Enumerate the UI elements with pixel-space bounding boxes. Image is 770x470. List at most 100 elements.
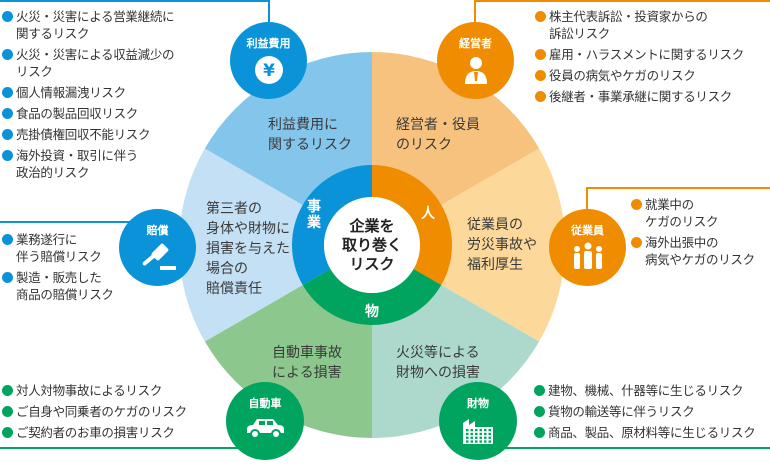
risk-item-text: 火災・災害による営業継続に 関するリスク — [16, 9, 175, 41]
bullet-icon — [2, 11, 13, 22]
ring-things-label: 物 — [365, 304, 379, 320]
bullet-icon — [2, 234, 13, 245]
bullet-icon — [535, 91, 546, 102]
risk-item: 建物、機械、什器等に生じるリスク — [534, 382, 755, 399]
executive-icon — [464, 57, 487, 84]
risk-item: ご自身や同乗者のケガのリスク — [2, 403, 187, 420]
risk-item: 雇用・ハラスメントに関するリスク — [535, 46, 744, 63]
bullet-icon — [2, 406, 13, 417]
risk-item-text: 売掛債権回収不能リスク — [16, 127, 151, 142]
risk-item: 海外出張中の 病気やケガのリスク — [631, 234, 755, 268]
badge-profit: 利益費用 ¥ — [230, 22, 307, 99]
risk-item-text: 株主代表訴訟・投資家からの 訴訟リスク — [549, 9, 708, 41]
bullet-icon — [534, 427, 545, 438]
risk-item-text: 火災・災害による収益減少の リスク — [16, 47, 175, 79]
risk-item-text: 海外投資・取引に伴う 政治的リスク — [16, 148, 139, 180]
bullet-icon — [2, 385, 13, 396]
gavel-icon — [142, 243, 176, 270]
badge-employee-label: 従業員 — [571, 224, 604, 237]
risk-item-text: 役員の病気やケガのリスク — [549, 68, 696, 83]
risk-item: 株主代表訴訟・投資家からの 訴訟リスク — [535, 8, 744, 42]
risk-item-text: 製造・販売した 商品の賠償リスク — [16, 270, 114, 302]
connector-employee — [586, 187, 770, 213]
risk-item: 海外投資・取引に伴う 政治的リスク — [2, 147, 174, 181]
ring-business-label: 事 業 — [307, 199, 321, 231]
risk-item-text: ご契約者のお車の損害リスク — [16, 425, 175, 440]
profit-risk-list: 火災・災害による営業継続に 関するリスク火災・災害による収益減少の リスク個人情… — [2, 8, 175, 185]
sector-property-label: 火災等による 財物への損害 — [396, 345, 480, 381]
risk-item-text: 業務遂行に 伴う賠償リスク — [16, 232, 102, 264]
badge-profit-label: 利益費用 — [246, 37, 291, 50]
exec-risk-list: 株主代表訴訟・投資家からの 訴訟リスク雇用・ハラスメントに関するリスク役員の病気… — [535, 8, 744, 109]
risk-item-text: 貨物の輸送等に伴うリスク — [548, 404, 695, 419]
center-text: 企業を 取り巻く リスク — [341, 216, 402, 273]
risk-item: 火災・災害による営業継続に 関するリスク — [2, 8, 175, 42]
risk-item: 売掛債権回収不能リスク — [2, 126, 174, 143]
badge-auto-label: 自動車 — [248, 397, 282, 410]
risk-item-text: 個人情報漏洩リスク — [16, 85, 126, 100]
ring-people — [372, 165, 452, 285]
risk-item-text: 建物、機械、什器等に生じるリスク — [548, 383, 744, 398]
bullet-icon — [631, 237, 642, 248]
bullet-icon — [534, 406, 545, 417]
bullet-icon — [2, 427, 13, 438]
connector-property — [500, 447, 770, 449]
risk-item: 製造・販売した 商品の賠償リスク — [2, 269, 114, 303]
risk-item-text: 商品、製品、原材料等に生じるリスク — [548, 425, 756, 440]
badge-property: 財物 — [439, 382, 517, 460]
property-risk-list: 建物、機械、什器等に生じるリスク貨物の輸送等に伴うリスク商品、製品、原材料等に生… — [534, 382, 756, 445]
bullet-icon — [2, 87, 13, 98]
building-icon — [463, 419, 493, 444]
sector-employee — [372, 148, 565, 342]
badge-auto: 自動車 — [226, 382, 304, 460]
connector-profit — [0, 0, 270, 26]
risk-item: 貨物の輸送等に伴うリスク — [534, 403, 755, 420]
sector-exec-label: 経営者・役員 のリスク — [396, 117, 480, 153]
badge-liability-label: 賠償 — [146, 224, 169, 237]
bullet-icon — [2, 272, 13, 283]
car-icon — [247, 419, 284, 439]
sector-liability — [179, 148, 372, 342]
risk-item-text: 海外出張中の 病気やケガのリスク — [645, 235, 755, 267]
risk-item-text: 食品の製品回収リスク — [16, 106, 139, 121]
badge-exec-label: 経営者 — [459, 37, 492, 50]
ring-business — [292, 165, 372, 285]
badge-employee: 従業員 — [549, 209, 626, 286]
connector-auto — [0, 447, 240, 449]
liability-risk-list: 業務遂行に 伴う賠償リスク製造・販売した 商品の賠償リスク — [2, 231, 114, 307]
badge-exec: 経営者 — [437, 22, 514, 99]
risk-item: ご契約者のお車の損害リスク — [2, 424, 187, 441]
risk-item-text: 対人対物事故によるリスク — [16, 383, 163, 398]
bullet-icon — [631, 199, 642, 210]
risk-item-text: 就業中の ケガのリスク — [645, 197, 719, 229]
risk-item: 商品、製品、原材料等に生じるリスク — [534, 424, 756, 441]
risk-item-text: 雇用・ハラスメントに関するリスク — [549, 47, 744, 62]
connector-exec — [474, 0, 770, 26]
risk-item: 業務遂行に 伴う賠償リスク — [2, 231, 114, 265]
sector-profit-label: 利益費用に 関するリスク — [268, 117, 352, 153]
yen-icon: ¥ — [254, 56, 283, 84]
bullet-icon — [535, 49, 546, 60]
bullet-icon — [2, 49, 13, 60]
connector-liability — [0, 221, 158, 223]
center-circle — [324, 197, 420, 293]
sector-liability-label: 第三者の 身体や財物に 損害を与えた 場合の 賠償責任 — [206, 201, 290, 297]
bullet-icon — [2, 150, 13, 161]
bullet-icon — [534, 385, 545, 396]
center-label: 企業を 取り巻く リスク — [324, 197, 420, 293]
bullet-icon — [2, 108, 13, 119]
risk-item-text: 後継者・事業承継に関するリスク — [549, 89, 733, 104]
ring-people-label: 人 — [421, 206, 435, 222]
auto-risk-list: 対人対物事故によるリスクご自身や同乗者のケガのリスクご契約者のお車の損害リスク — [2, 382, 187, 445]
bullet-icon — [535, 11, 546, 22]
bullet-icon — [535, 70, 546, 81]
ring-things — [302, 269, 442, 325]
sector-employee-label: 従業員の 労災事故や 福利厚生 — [467, 217, 537, 273]
badge-liability: 賠償 — [119, 209, 196, 286]
risk-item: 対人対物事故によるリスク — [2, 382, 187, 399]
risk-item: 役員の病気やケガのリスク — [535, 67, 744, 84]
badge-property-label: 財物 — [467, 397, 489, 410]
risk-item: 火災・災害による収益減少の リスク — [2, 46, 175, 80]
risk-item: 食品の製品回収リスク — [2, 105, 174, 122]
